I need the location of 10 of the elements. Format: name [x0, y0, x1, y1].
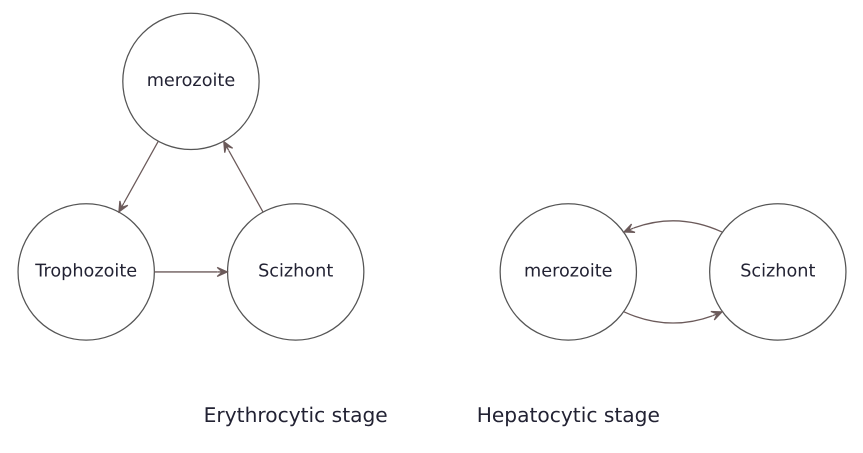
node-circle: Scizhont [226, 203, 364, 341]
label: Erythrocytic stage [203, 402, 388, 427]
arrow [623, 310, 722, 324]
node-circle: Trophozoite [16, 203, 154, 341]
arrow [154, 266, 228, 278]
node-circle: merozoite [122, 12, 260, 150]
label: Hepatocytic stage [476, 402, 660, 427]
arrow [222, 140, 264, 212]
arrow [118, 141, 158, 213]
arrow [622, 220, 722, 234]
